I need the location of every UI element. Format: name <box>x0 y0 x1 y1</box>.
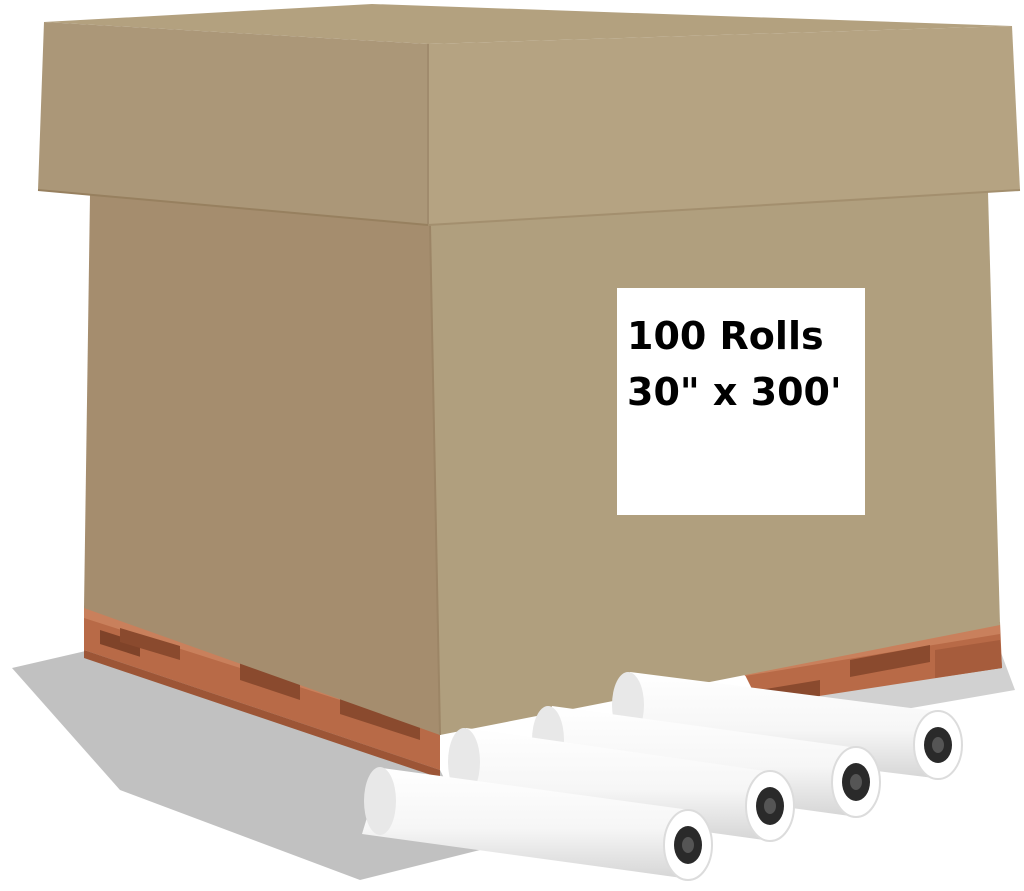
paper-roll-icon <box>362 672 963 881</box>
box-label: 100 Rolls 30" x 300' <box>617 288 865 515</box>
paper-roll-1 <box>362 767 713 881</box>
label-quantity: 100 Rolls <box>627 314 824 358</box>
label-dimensions: 30" x 300' <box>627 370 842 414</box>
box-lid <box>37 4 1021 226</box>
